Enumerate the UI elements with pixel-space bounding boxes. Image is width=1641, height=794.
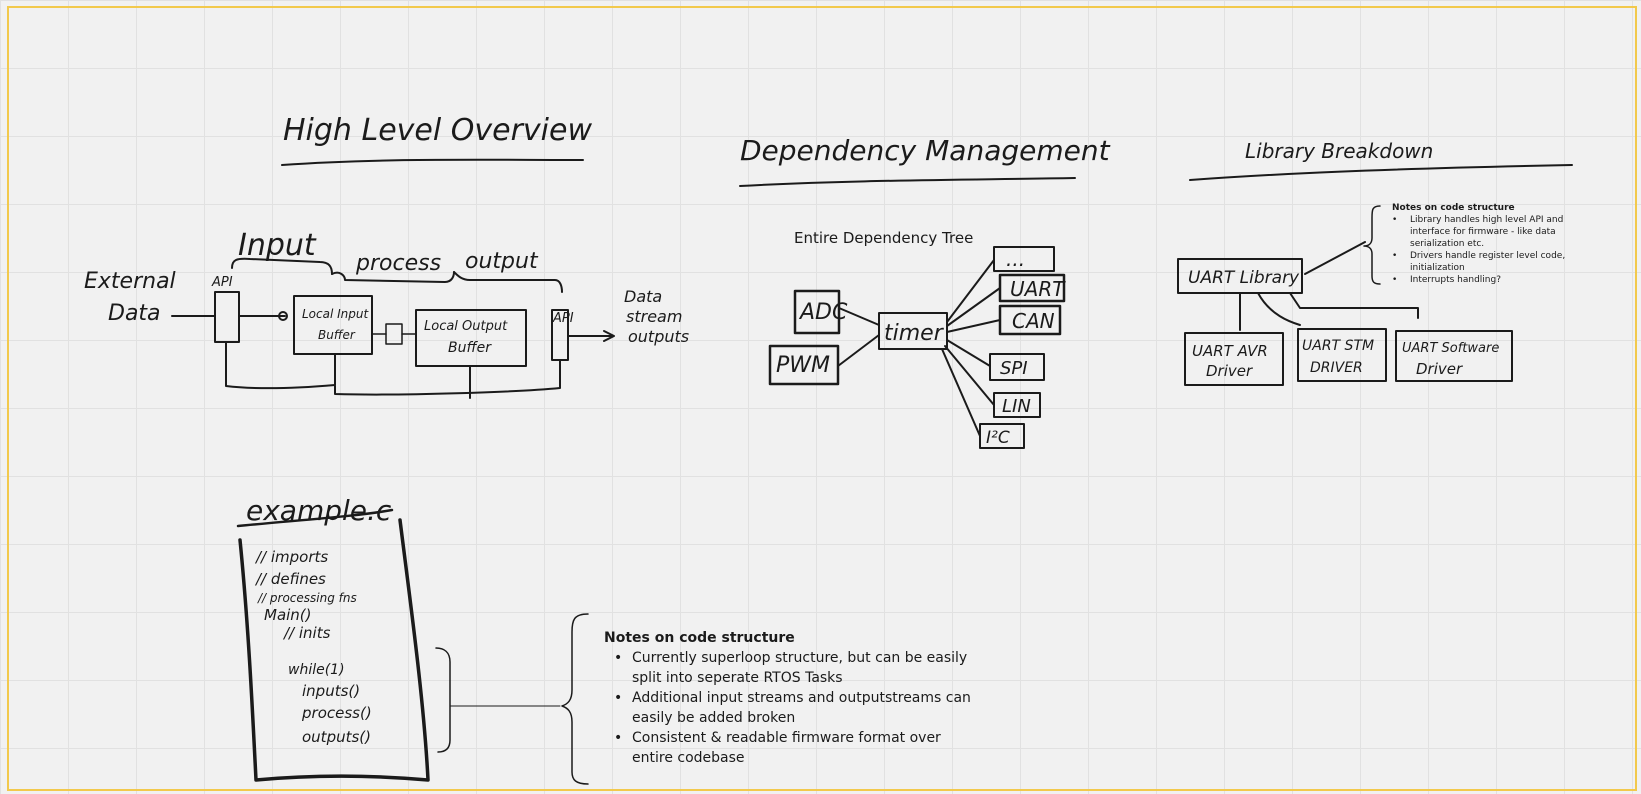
label-uart-software-driver: Driver	[1416, 360, 1463, 378]
code-note-item: Additional input streams and outputstrea…	[614, 688, 984, 728]
code-note-item: Currently superloop structure, but can b…	[614, 648, 984, 688]
heading-dependency-management: Dependency Management	[740, 134, 1111, 167]
api-left-box	[214, 291, 240, 343]
code-line-inputs: inputs()	[302, 682, 360, 700]
label-api-left: API	[211, 275, 233, 290]
local-input-buffer-box	[293, 295, 373, 355]
label-uart: UART	[1010, 277, 1066, 301]
label-data-out: Data	[624, 287, 662, 306]
label-uart-avr-driver: Driver	[1206, 362, 1253, 380]
code-line-imports: // imports	[254, 548, 328, 566]
label-external-data: Data	[108, 301, 161, 326]
uart-software-driver-box	[1395, 330, 1513, 382]
canvas-frame	[7, 6, 1637, 791]
code-line-inits: // inits	[282, 624, 331, 642]
label-spi: SPI	[1000, 358, 1028, 379]
label-uart-stm-driver: DRIVER	[1310, 360, 1363, 376]
label-input: Input	[238, 228, 317, 263]
library-notes-title: Notes on code structure	[1392, 203, 1515, 213]
uart-stm-driver-box	[1297, 328, 1387, 382]
label-pwm: PWM	[776, 353, 830, 378]
library-note-item: Interrupts handling?	[1392, 274, 1602, 286]
label-adc: ADC	[798, 300, 848, 325]
code-line-defines: // defines	[254, 570, 326, 588]
label-uart-stm: UART STM	[1302, 338, 1374, 354]
label-uart-software: UART Software	[1402, 341, 1499, 356]
label-timer: timer	[884, 321, 945, 346]
label-can: CAN	[1012, 309, 1055, 333]
label-api-right: API	[552, 311, 574, 326]
label-example-c: example.c	[246, 494, 392, 527]
example-file-outline	[238, 518, 430, 782]
label-external: External	[84, 269, 176, 294]
label-data-stream: stream	[626, 307, 682, 326]
library-notes: Notes on code structure Library handles …	[1392, 202, 1602, 286]
label-uart-library: UART Library	[1188, 268, 1300, 288]
label-i2c: I²C	[986, 428, 1010, 448]
label-local-input: Local Input	[302, 307, 369, 321]
dependency-tree-title: Entire Dependency Tree	[794, 229, 973, 247]
library-note-item: Library handles high level API and inter…	[1392, 214, 1602, 250]
label-local-output-buffer: Buffer	[448, 340, 492, 356]
heading-high-level-overview: High Level Overview	[283, 113, 592, 148]
spi-box	[989, 353, 1045, 381]
code-notes-title: Notes on code structure	[604, 630, 795, 646]
label-process: process	[355, 251, 441, 276]
code-notes: Notes on code structure Currently superl…	[604, 628, 984, 768]
code-line-main: Main()	[264, 606, 312, 624]
code-line-processing: // processing fns	[257, 591, 357, 605]
label-dots: ...	[1006, 247, 1025, 271]
code-line-while: while(1)	[288, 662, 345, 678]
code-note-item: Consistent & readable firmware format ov…	[614, 728, 984, 768]
code-line-outputs: outputs()	[302, 728, 371, 746]
label-data-outputs: outputs	[628, 327, 689, 346]
adc-box	[793, 289, 841, 335]
code-notes-brace	[561, 613, 589, 785]
uart-avr-driver-box	[1184, 332, 1284, 386]
more-box	[993, 246, 1055, 272]
library-notes-brace	[1363, 205, 1381, 285]
label-lin: LIN	[1002, 396, 1031, 417]
label-local-output: Local Output	[424, 319, 508, 334]
heading-library-breakdown: Library Breakdown	[1245, 139, 1433, 163]
label-uart-avr: UART AVR	[1192, 342, 1268, 360]
label-output: output	[465, 249, 539, 274]
code-line-process: process()	[301, 704, 372, 722]
label-local-input-buffer: Buffer	[318, 328, 356, 342]
library-note-item: Drivers handle register level code, init…	[1392, 250, 1602, 274]
